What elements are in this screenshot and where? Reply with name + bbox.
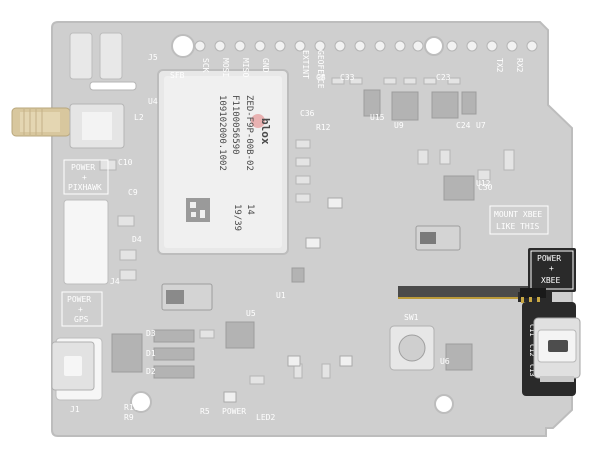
label-c36: C36 <box>300 109 315 118</box>
label-l2: L2 <box>134 113 144 122</box>
label-power-gps-1: POWER <box>67 295 91 304</box>
slide-switch-power <box>161 283 213 311</box>
label-c8: C8 <box>316 73 326 82</box>
label-power-pixhawk-2: + <box>82 173 87 182</box>
label-u7: U7 <box>476 121 486 130</box>
gps-module <box>157 69 289 255</box>
label-r9: R9 <box>124 413 134 422</box>
label-u12: U12 <box>476 179 491 188</box>
pin-label-extint: EXTINT <box>301 50 310 79</box>
xbee-reset-button <box>389 325 435 371</box>
label-r5: R5 <box>200 407 210 416</box>
label-power: POWER <box>222 407 246 416</box>
usb-port-left <box>51 341 95 391</box>
mount-hole-bl <box>130 391 152 413</box>
label-led2: LED2 <box>256 413 275 422</box>
slide-switch-xbee <box>415 225 461 251</box>
ic-chips <box>111 89 477 379</box>
label-mount-xbee-2: LIKE THIS <box>496 222 540 231</box>
label-sw1: SW1 <box>404 313 419 322</box>
module-line3: 109102000.1002 <box>217 95 227 171</box>
label-power-gps-2: + <box>78 305 83 314</box>
label-c30: C30 <box>478 183 493 192</box>
label-power-xbee-2: + <box>549 264 554 273</box>
pin-label-tx2: TX2 <box>495 58 504 73</box>
boxed-labels: POWER + PIXHAWK POWER + GPS MOUNT XBEE L… <box>61 159 549 327</box>
label-mount-xbee-1: MOUNT XBEE <box>494 210 542 219</box>
label-c13: C13 <box>528 364 536 377</box>
label-u6: U6 <box>440 357 450 366</box>
label-c9: C9 <box>128 188 138 197</box>
highlight-power-xbee: POWER + XBEE C11 C12 C13 <box>518 248 581 396</box>
mount-hole-tl <box>171 34 195 58</box>
module-code-a: 14 <box>245 204 255 215</box>
pin-label-gnd: GND <box>261 58 270 73</box>
mount-hole-tr <box>424 36 444 56</box>
label-u4: U4 <box>148 97 158 106</box>
label-d4: D4 <box>132 235 142 244</box>
pin-label-miso: MISO <box>241 58 250 77</box>
label-c12: C12 <box>528 344 536 357</box>
label-j4: J4 <box>110 277 120 286</box>
module-code-b: 19/39 <box>232 204 242 231</box>
label-d2: D2 <box>146 367 156 376</box>
label-c24: C24 <box>456 121 471 130</box>
label-c23: C23 <box>436 73 451 82</box>
leds <box>223 197 353 403</box>
label-power-pixhawk-1: POWER <box>71 163 95 172</box>
label-c33: C33 <box>340 73 355 82</box>
label-d3: D3 <box>146 329 156 338</box>
gps-module-text: blox ZED-F9P-00B-02 F1100056590 10910200… <box>217 95 272 231</box>
label-u9: U9 <box>394 121 404 130</box>
label-j5: J5 <box>148 53 158 62</box>
pin-label-rx2: RX2 <box>515 58 524 73</box>
label-power-pixhawk-3: PIXHAWK <box>68 183 102 192</box>
qwiic-connectors <box>69 32 137 91</box>
label-power-xbee-3: XBEE <box>541 276 560 285</box>
label-u1: U1 <box>276 291 286 300</box>
xbee-header-row <box>398 286 528 299</box>
pin-label-mosi: MOSI <box>221 58 230 77</box>
sma-antenna-connector <box>11 103 125 149</box>
pin-label-sck: SCK <box>201 58 210 73</box>
module-brand: blox <box>259 118 272 145</box>
label-r10: R10 <box>124 403 139 412</box>
label-d1: D1 <box>146 349 156 358</box>
silk-labels: U4 C10 C9 U15 U9 U7 C36 R12 C24 C23 C33 … <box>70 53 493 422</box>
label-power-xbee-1: POWER <box>537 254 561 263</box>
pin-label-geofence: GEOFENCE <box>316 50 325 89</box>
label-u5: U5 <box>246 309 256 318</box>
label-power-gps-3: GPS <box>74 315 89 324</box>
label-j1: J1 <box>70 405 80 414</box>
top-header-pads <box>194 40 538 52</box>
module-line2: F1100056590 <box>230 95 240 155</box>
label-r12: R12 <box>316 123 331 132</box>
mount-hole-br <box>434 394 454 414</box>
top-pin-labels: SCK MOSI MISO GND EXTINT GEOFENCE TX2 RX… <box>201 50 524 89</box>
label-sfb: SFB <box>170 71 185 80</box>
smd-components <box>99 77 515 385</box>
module-line1: ZED-F9P-00B-02 <box>244 95 254 171</box>
label-c10: C10 <box>118 158 133 167</box>
label-u15: U15 <box>370 113 385 122</box>
label-c11: C11 <box>528 324 536 337</box>
